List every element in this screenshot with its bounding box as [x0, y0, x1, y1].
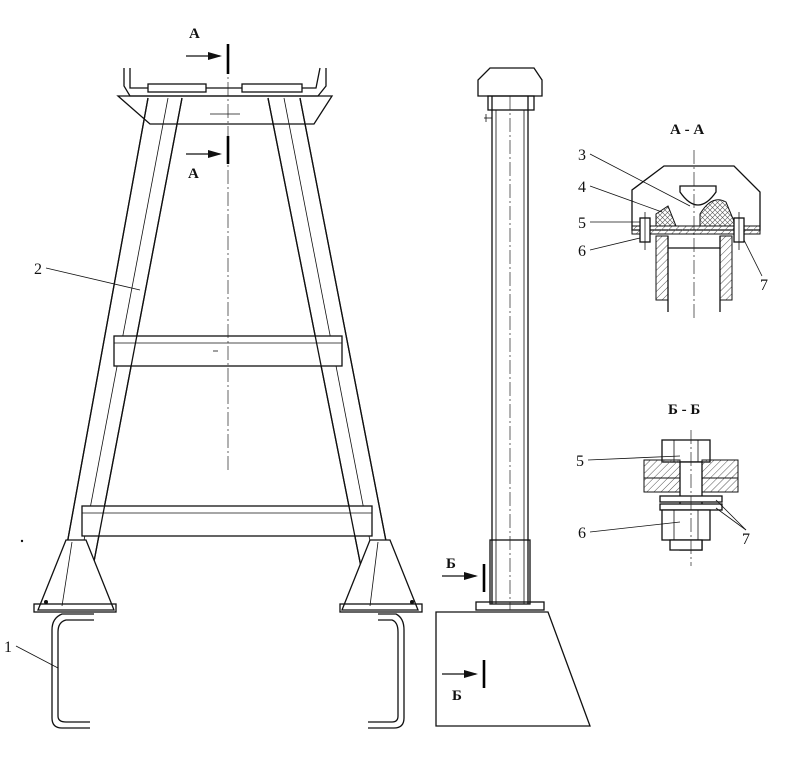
section-aa-title: А - А	[670, 122, 704, 138]
callout-7-aa: 7	[760, 277, 768, 294]
section-aa-detail: А - А 3 4 5 6 7	[578, 122, 768, 318]
front-view: А А 2 1	[4, 26, 423, 729]
section-b-top-label: Б	[446, 556, 456, 572]
floor-channel	[51, 613, 405, 729]
left-leg	[61, 97, 183, 573]
post-cap	[477, 67, 543, 97]
top-cradle	[116, 67, 334, 125]
section-b-bottom-label: Б	[452, 688, 462, 704]
upper-brace	[113, 335, 343, 367]
callout-4: 4	[578, 179, 586, 196]
section-bb-detail: Б - Б 5 6 7	[576, 402, 750, 566]
callout-5-aa: 5	[578, 215, 586, 232]
callout-6-aa: 6	[578, 243, 586, 260]
callout-6-bb: 6	[578, 525, 586, 542]
section-bb-title: Б - Б	[668, 402, 700, 418]
left-foot	[33, 539, 117, 613]
right-foot	[339, 539, 423, 613]
section-a-marker	[186, 44, 230, 164]
callout-1: 1	[4, 639, 12, 656]
section-a-bottom-label: А	[188, 166, 199, 182]
right-leg	[267, 97, 393, 573]
callout-5-bb: 5	[576, 453, 584, 470]
callout-3: 3	[578, 147, 586, 164]
section-a-top-label: А	[189, 26, 200, 42]
floor-block	[435, 611, 591, 727]
leader-2	[45, 267, 141, 291]
side-view: Б Б	[435, 67, 591, 727]
callout-2: 2	[34, 261, 42, 278]
callout-7-bb: 7	[742, 531, 750, 548]
section-b-marker	[442, 564, 486, 688]
lower-brace	[81, 505, 373, 537]
leader-1	[15, 645, 59, 669]
